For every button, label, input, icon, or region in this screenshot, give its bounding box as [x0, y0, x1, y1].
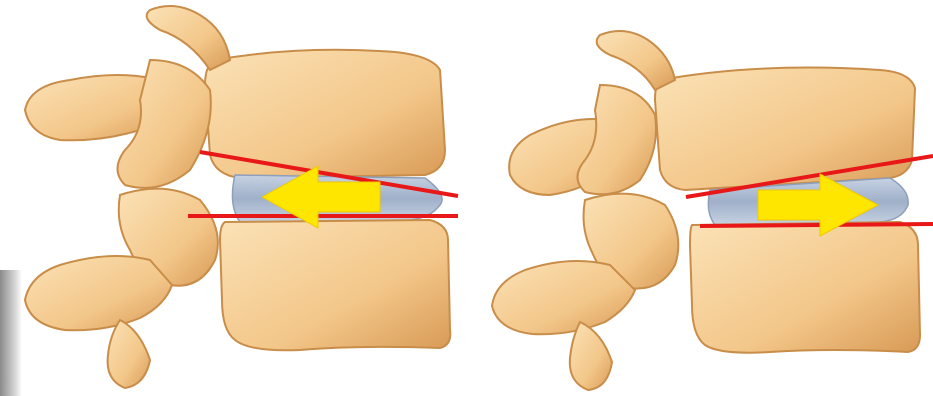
left-panel-vertebrae	[0, 0, 470, 396]
lower-vertebral-body	[220, 220, 450, 350]
lower-inferior-process	[570, 322, 612, 390]
lower-vertebral-body	[690, 222, 920, 353]
upper-vertebral-body	[655, 68, 915, 190]
lower-spinous-process	[25, 256, 172, 330]
lower-reference-line	[700, 224, 933, 226]
lower-spinous-process	[492, 261, 635, 334]
upper-posterior-elements	[597, 31, 675, 90]
lower-inferior-process	[108, 320, 150, 388]
right-panel-vertebrae	[470, 0, 933, 396]
